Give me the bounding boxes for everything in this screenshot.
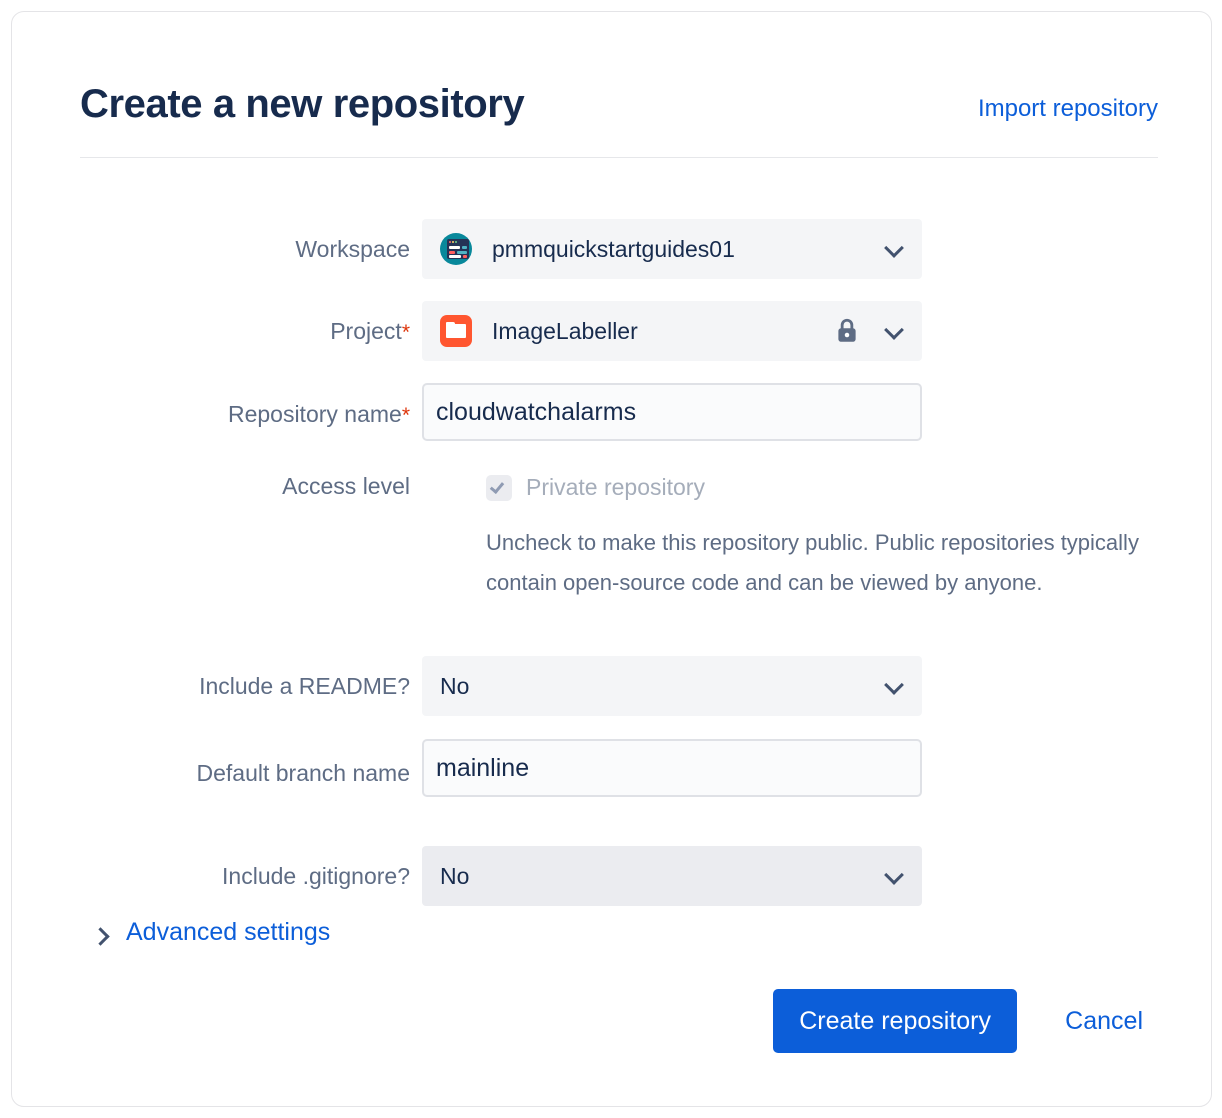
default-branch-name-value: mainline xyxy=(436,754,530,782)
project-value: ImageLabeller xyxy=(492,318,638,344)
repository-name-label-text: Repository name xyxy=(227,401,402,427)
repository-name-field: cloudwatchalarms xyxy=(422,383,922,441)
include-readme-select[interactable]: No xyxy=(422,656,922,716)
card-header: Create a new repository Import repositor… xyxy=(80,74,1158,158)
folder-icon xyxy=(440,315,472,347)
workspace-label: Workspace xyxy=(295,236,410,262)
include-readme-field: No xyxy=(422,656,922,716)
access-level-label: Access level xyxy=(282,473,410,499)
workspace-select[interactable]: pmmquickstartguides01 xyxy=(422,219,922,279)
chevron-right-icon xyxy=(94,929,108,943)
import-repository-link[interactable]: Import repository xyxy=(977,95,1158,122)
check-icon xyxy=(489,478,505,495)
include-readme-value: No xyxy=(440,673,470,699)
include-gitignore-label: Include .gitignore? xyxy=(222,863,410,889)
access-level-help-text: Uncheck to make this repository public. … xyxy=(486,530,1139,595)
project-label-text: Project xyxy=(330,318,402,344)
private-repository-checkbox[interactable] xyxy=(486,475,512,501)
repository-name-input[interactable]: cloudwatchalarms xyxy=(422,383,922,441)
project-label: Project* xyxy=(80,316,410,348)
workspace-field: pmmquickstartguides01 xyxy=(422,219,922,279)
default-branch-name-label: Default branch name xyxy=(196,760,410,786)
include-readme-label: Include a README? xyxy=(199,673,410,699)
private-repository-label: Private repository xyxy=(526,474,705,500)
repository-name-label: Repository name* xyxy=(80,399,410,431)
default-branch-name-field: mainline xyxy=(422,739,922,797)
project-select[interactable]: ImageLabeller xyxy=(422,301,922,361)
project-field: ImageLabeller xyxy=(422,301,922,361)
chevron-down-icon xyxy=(886,678,902,694)
repository-name-value: cloudwatchalarms xyxy=(436,398,637,426)
workspace-avatar-icon xyxy=(440,233,472,265)
page-title: Create a new repository xyxy=(80,82,525,126)
header-divider xyxy=(80,157,1158,158)
default-branch-name-input[interactable]: mainline xyxy=(422,739,922,797)
cancel-button[interactable]: Cancel xyxy=(1065,1007,1143,1035)
repository-name-required-marker: * xyxy=(401,404,410,427)
workspace-value: pmmquickstartguides01 xyxy=(492,236,735,262)
chevron-down-icon xyxy=(886,323,902,339)
advanced-settings-label: Advanced settings xyxy=(126,918,331,946)
include-gitignore-select[interactable]: No xyxy=(422,846,922,906)
include-gitignore-value: No xyxy=(440,863,470,889)
create-repository-card: Create a new repository Import repositor… xyxy=(11,11,1212,1107)
project-required-marker: * xyxy=(401,321,410,344)
create-repository-button[interactable]: Create repository xyxy=(773,989,1017,1053)
chevron-down-icon xyxy=(886,241,902,257)
lock-icon xyxy=(834,317,860,345)
include-gitignore-field: No xyxy=(422,846,922,906)
chevron-down-icon xyxy=(886,868,902,884)
